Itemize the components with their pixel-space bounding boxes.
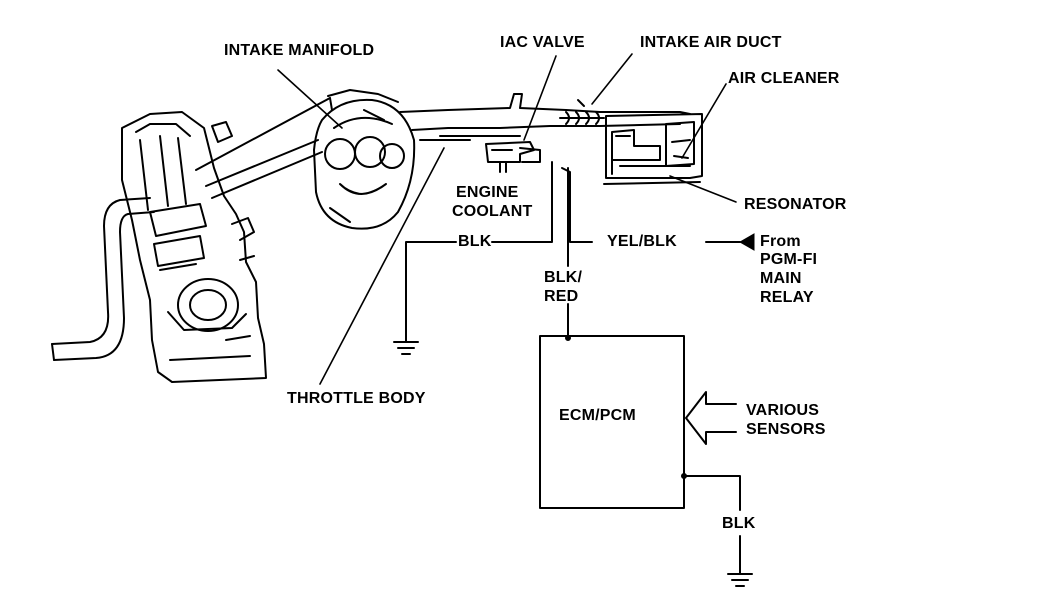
wire-label-blk-left: BLK: [458, 233, 492, 250]
from-relay-label-line1: From: [760, 233, 801, 250]
relay-input-arrow: [738, 233, 755, 251]
wire-label-blk-red-line1: BLK/: [544, 269, 583, 286]
wiring: [405, 161, 741, 575]
various-sensors-label-line2: SENSORS: [746, 421, 826, 438]
engine-coolant-label-line2: COOLANT: [452, 203, 533, 220]
sensors-input-arrow: [685, 391, 737, 445]
ecm-pcm-label: ECM/PCM: [559, 407, 636, 424]
exhaust-pipe: [51, 197, 155, 361]
various-sensors-label-line1: VARIOUS: [746, 402, 820, 419]
wire-label-blk-red-line2: RED: [544, 288, 579, 305]
engine-coolant-label-line1: ENGINE: [456, 184, 519, 201]
from-relay-label-line4: RELAY: [760, 289, 814, 306]
intake-air-duct-label: INTAKE AIR DUCT: [640, 34, 782, 51]
intake-air-duct-drawing: [399, 93, 691, 141]
leader-lines: [277, 53, 737, 385]
ground-symbol-bottom: [727, 573, 753, 587]
engine-block: [121, 111, 267, 383]
iac-valve-label: IAC VALVE: [500, 34, 585, 51]
throttle-body-drawing: [313, 98, 416, 230]
intake-manifold-label: INTAKE MANIFOLD: [224, 42, 375, 59]
iac-valve-drawing: [485, 141, 541, 173]
resonator-label: RESONATOR: [744, 196, 847, 213]
air-cleaner-label: AIR CLEANER: [728, 70, 840, 87]
from-relay-label-line3: MAIN: [760, 270, 802, 287]
from-relay-label-line2: PGM-FI: [760, 251, 818, 268]
air-cleaner-drawing: [603, 113, 703, 185]
ecm-pcm-box: [539, 335, 685, 509]
throttle-body-label: THROTTLE BODY: [287, 390, 426, 407]
wire-label-blk-bottom: BLK: [722, 515, 756, 532]
intake-manifold-drawing: [195, 89, 399, 199]
ground-symbol-left: [393, 341, 419, 355]
wire-label-yel-blk: YEL/BLK: [607, 233, 677, 250]
